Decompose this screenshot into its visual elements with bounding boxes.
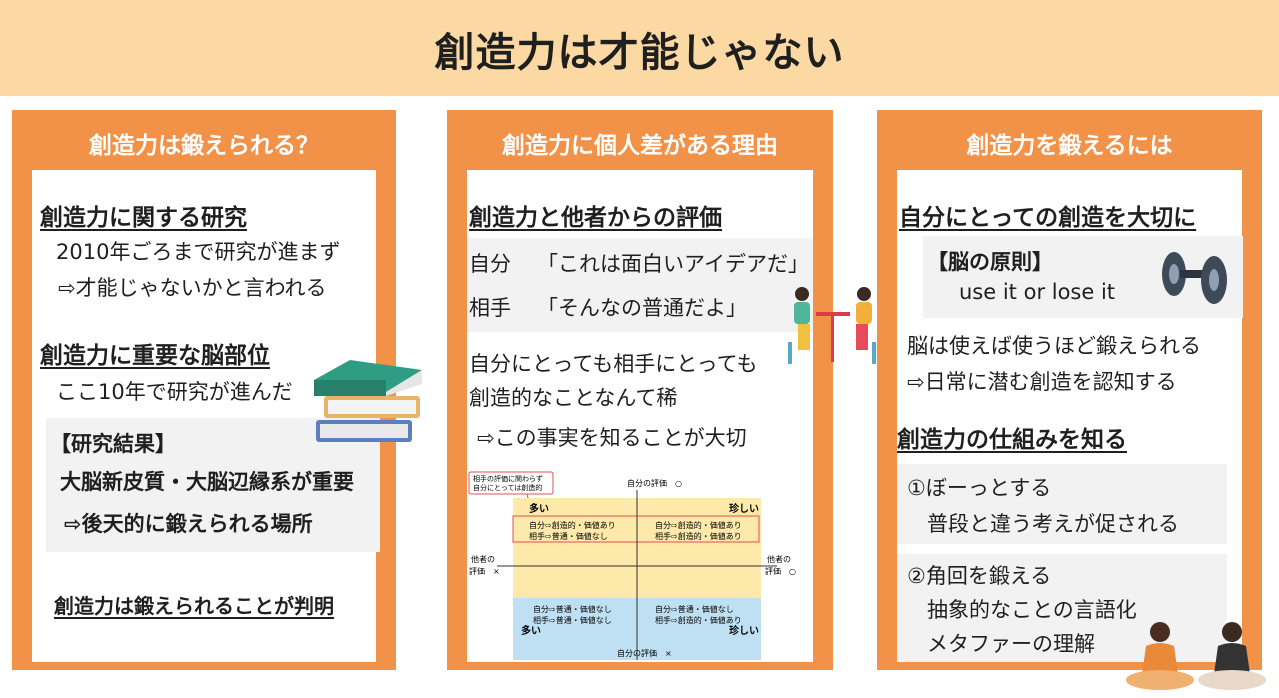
panel-how-to-train: 創造力を鍛えるには 自分にとっての創造を大切に 【脳の原則】 use it or… xyxy=(877,110,1262,670)
quadrant-bottom-right xyxy=(637,598,761,660)
text-line: ここ10年で研究が進んだ xyxy=(56,380,293,404)
text-line: ⇨この事実を知ることが大切 xyxy=(477,426,747,450)
text-line: 脳は使えば使うほど鍛えられる xyxy=(907,334,1201,358)
quadrant-text: 自分⇨普通・価値なし xyxy=(533,604,612,614)
section-heading: 自分にとっての創造を大切に xyxy=(899,205,1197,231)
quadrant-text: 自分⇨創造的・価値あり xyxy=(655,520,742,530)
box-text: use it or lose it xyxy=(959,280,1116,304)
text-line: 普段と違う考えが促される xyxy=(927,512,1179,536)
quadrant-tag: 珍しい xyxy=(729,624,759,637)
quadrant-top-right xyxy=(637,498,761,598)
quadrant-text: 相手⇨創造的・価値あり xyxy=(655,531,742,541)
panel-header: 創造力は鍛えられる？ xyxy=(89,133,319,159)
self-label: 自分 xyxy=(469,252,511,276)
bottom-axis-label: 自分の評価 × xyxy=(617,648,672,658)
other-label: 相手 xyxy=(469,296,511,320)
panel-individual-difference: 創造力に個人差がある理由 創造力と他者からの評価 自分 「これは面白いアイデアだ… xyxy=(447,110,833,670)
page-title: 創造力は才能じゃない xyxy=(434,30,845,76)
quadrant-text: 自分⇨普通・価値なし xyxy=(655,604,734,614)
tip-box: ②角回を鍛える 抽象的なことの言語化 メタファーの理解 xyxy=(897,554,1227,662)
left-axis-label: 他者の xyxy=(471,554,495,564)
quadrant-tag: 珍しい xyxy=(729,502,759,515)
left-axis-label: 評価 × xyxy=(469,566,500,576)
books-icon xyxy=(314,360,422,442)
box-title: 【脳の原則】 xyxy=(927,250,1053,274)
callout-box xyxy=(468,471,554,495)
self-quote: 「これは面白いアイデアだ」 xyxy=(537,252,809,276)
tip-box: ①ぼーっとする 普段と違う考えが促される xyxy=(897,464,1227,544)
text-line: 大脳新皮質・大脳辺縁系が重要 xyxy=(60,470,354,494)
section-heading: 創造力の仕組みを知る xyxy=(897,427,1127,453)
text-line: ⇨日常に潜む創造を認知する xyxy=(907,370,1177,394)
right-axis-label: 他者の xyxy=(767,554,791,564)
title-bar: 創造力は才能じゃない xyxy=(0,0,1279,96)
meditation-people-icon xyxy=(1126,622,1266,690)
cafe-people-icon xyxy=(788,287,876,364)
quadrant-tag: 多い xyxy=(521,624,541,637)
quadrant-top-left xyxy=(513,498,637,598)
text-line: 抽象的なことの言語化 xyxy=(927,598,1137,622)
box-title: 【研究結果】 xyxy=(50,432,176,456)
top-axis-label: 自分の評価 ○ xyxy=(627,478,682,488)
panel-body: 自分にとっての創造を大切に 【脳の原則】 use it or lose it 脳… xyxy=(897,170,1243,662)
dumbbell-icon xyxy=(1162,252,1227,304)
text-line: 2010年ごろまで研究が進まず xyxy=(56,240,341,264)
text-line: ①ぼーっとする xyxy=(907,476,1052,500)
section-heading: 創造力に関する研究 xyxy=(40,205,247,231)
text-line: メタファーの理解 xyxy=(927,632,1095,656)
text-line: 自分にとっても相手にとっても xyxy=(469,352,758,376)
text-line: 創造的なことなんて稀 xyxy=(469,386,678,410)
section-heading: 創造力と他者からの評価 xyxy=(469,205,722,231)
panel-header: 創造力を鍛えるには xyxy=(966,133,1173,159)
quadrant-text: 自分⇨創造的・価値あり xyxy=(529,520,616,530)
section-heading: 創造力に重要な脳部位 xyxy=(40,343,270,369)
panel-body: 創造力と他者からの評価 自分 「これは面白いアイデアだ」 相手 「そんなの普通だ… xyxy=(467,170,813,662)
other-quote: 「そんなの普通だよ」 xyxy=(537,296,747,320)
conclusion: 創造力は鍛えられることが判明 xyxy=(54,594,334,618)
text-line: ⇨後天的に鍛えられる場所 xyxy=(64,512,313,536)
text-line: ②角回を鍛える xyxy=(907,564,1052,588)
quote-box: 自分 「これは面白いアイデアだ」 相手 「そんなの普通だよ」 xyxy=(467,238,813,332)
quadrant-text: 相手⇨普通・価値なし xyxy=(529,531,608,541)
text-line: ⇨才能じゃないかと言われる xyxy=(58,276,327,300)
panel-header: 創造力に個人差がある理由 xyxy=(502,133,778,159)
evaluation-quadrant-diagram: 相手の評価に関わらず 自分にとっては創造的 自分の評価 ○ 他者の 評価 × 他… xyxy=(468,471,796,660)
quadrant-text: 相手⇨創造的・価値あり xyxy=(655,615,742,625)
right-axis-label: 評価 ○ xyxy=(765,566,796,576)
highlight-row xyxy=(512,515,760,543)
callout-text: 相手の評価に関わらず xyxy=(473,474,543,483)
quadrant-text: 相手⇨普通・価値なし xyxy=(533,615,612,625)
callout-text: 自分にとっては創造的 xyxy=(473,483,542,492)
quadrant-tag: 多い xyxy=(529,502,549,515)
quadrant-bottom-left xyxy=(513,598,637,660)
